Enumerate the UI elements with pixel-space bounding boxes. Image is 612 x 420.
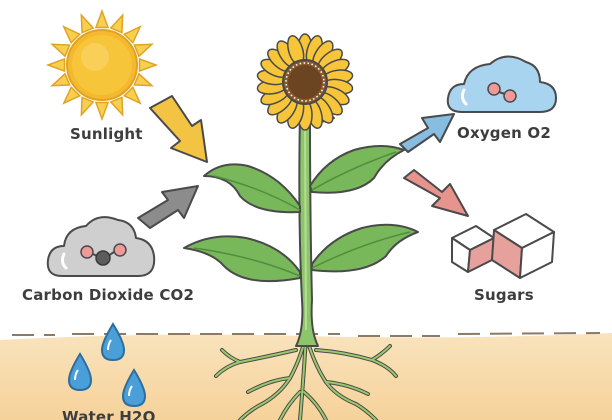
sun-ray — [50, 43, 71, 58]
sun-ray — [45, 57, 66, 73]
sun-icon — [45, 8, 159, 122]
carbon-dioxide-label: Carbon Dioxide CO2 — [22, 286, 195, 304]
oxygen-arrow-icon — [399, 113, 455, 153]
sun-ray — [138, 57, 159, 73]
sun-ray — [122, 85, 142, 105]
sunlight-arrow-icon — [149, 95, 208, 163]
oxygen-cloud-icon — [446, 55, 557, 113]
sun-ray — [80, 96, 95, 117]
plant-roots-color — [215, 335, 397, 420]
sun-ray — [94, 101, 110, 122]
sunlight-label: Sunlight — [70, 125, 143, 143]
sun-ray — [94, 8, 110, 29]
sun-ray — [50, 72, 71, 87]
oxygen-label: Oxygen O2 — [457, 124, 552, 142]
water-drops-icon — [67, 322, 147, 408]
sunflower-icon — [256, 33, 354, 131]
sugars-arrow-icon — [403, 169, 469, 217]
sun-ray — [80, 13, 95, 34]
plant-stem — [295, 111, 319, 347]
soil — [0, 332, 612, 420]
sugars-label: Sugars — [474, 286, 534, 304]
sugar-cubes-icon — [451, 213, 555, 279]
sun-ray — [133, 43, 154, 58]
sun-ray — [109, 96, 124, 117]
sun-ray — [62, 25, 82, 45]
sun-ray — [122, 25, 142, 45]
sun-ray — [62, 85, 82, 105]
water-label: Water H2O — [62, 408, 156, 420]
carbon-dioxide-cloud-icon — [46, 216, 156, 277]
plant-leaves — [183, 109, 419, 283]
sun-ray — [109, 13, 124, 34]
carbon-dioxide-arrow-icon — [137, 185, 199, 229]
sun-ray — [133, 72, 154, 87]
